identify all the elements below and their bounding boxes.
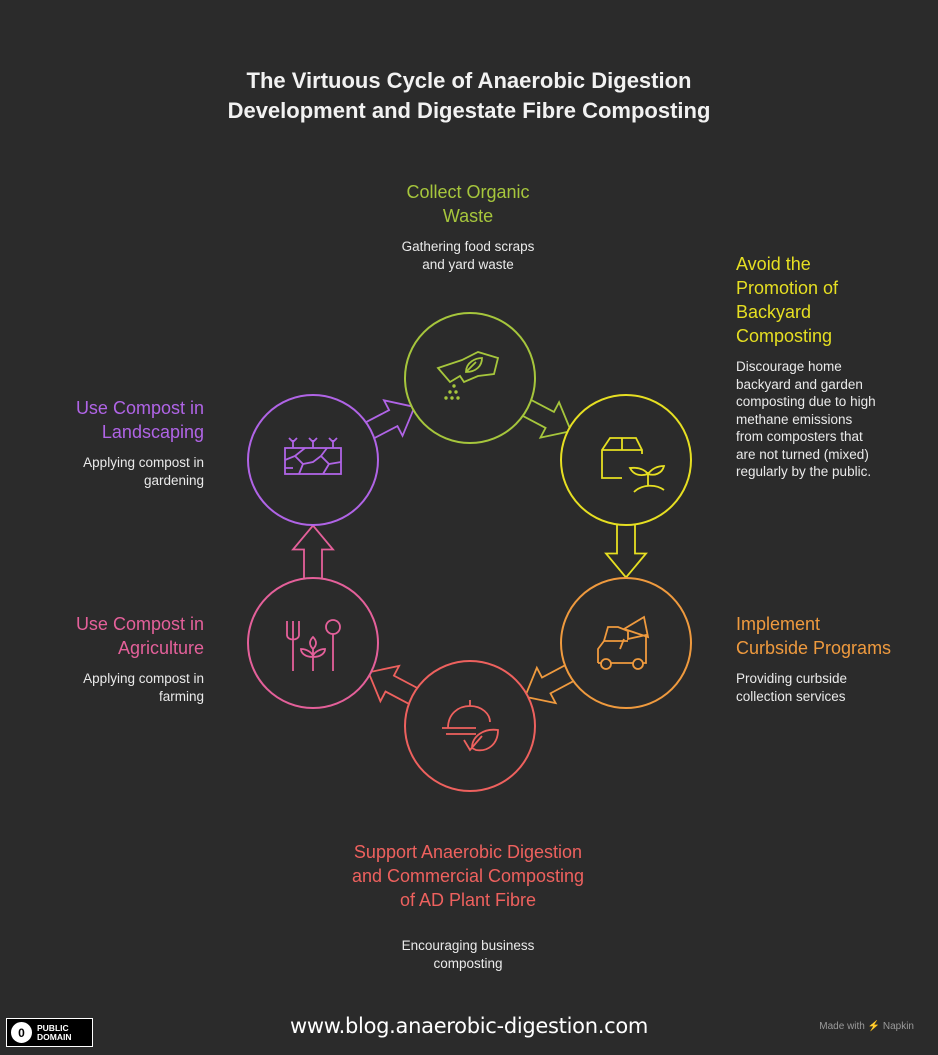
step-title-line: of AD Plant Fibre — [399, 890, 537, 910]
step-desc-line: gardening — [143, 472, 204, 488]
step-desc-line: composting due to high — [736, 394, 876, 409]
diagram-title: The Virtuous Cycle of Anaerobic Digestio… — [0, 66, 938, 126]
step-circle — [247, 577, 379, 709]
step-desc-line: Applying compost in — [83, 671, 204, 686]
step-circle — [404, 312, 536, 444]
step-title-line: and Commercial Composting — [351, 866, 585, 886]
step-desc-line: are not turned (mixed) — [736, 446, 869, 462]
step-implement-curbside-programs: Implement Curbside Programs Providing cu… — [736, 612, 936, 705]
title-line-2: Development and Digestate Fibre Composti… — [227, 98, 711, 123]
step-title-line: Use Compost in — [75, 398, 204, 418]
step-title-line: Landscaping — [101, 422, 204, 442]
badge-line-2: DOMAIN — [37, 1031, 72, 1042]
step-title-line: Composting — [736, 326, 833, 346]
step-title-line: Agriculture — [117, 638, 204, 658]
step-compost-landscaping: Use Compost in Landscaping Applying comp… — [4, 396, 204, 489]
soil-sprouts-icon — [284, 437, 342, 475]
footer-url: www.blog.anaerobic-digestion.com — [289, 1014, 649, 1038]
step-support-anaerobic-digestion: Support Anaerobic Digestion and Commerci… — [268, 840, 668, 972]
step-desc-line: collection services — [736, 688, 846, 704]
title-line-1: The Virtuous Cycle of Anaerobic Digestio… — [246, 68, 692, 93]
made-with-napkin: Made with ⚡ Napkin — [819, 1021, 914, 1032]
fork-plant-spoon-icon — [286, 619, 341, 671]
cloche-leaf-icon — [442, 700, 499, 752]
step-title-line: Implement — [736, 614, 821, 634]
step-title-line: Avoid the — [736, 254, 811, 274]
step-circle — [560, 577, 692, 709]
step-desc-line: from composters that — [736, 429, 863, 444]
step-compost-agriculture: Use Compost in Agriculture Applying comp… — [4, 612, 204, 705]
step-title-line: Backyard — [736, 302, 812, 322]
step-desc-line: Encouraging business — [401, 938, 535, 953]
step-circle — [247, 394, 379, 526]
step-desc-line: farming — [158, 688, 204, 704]
step-desc-line: backyard and garden — [736, 376, 863, 392]
box-sprout-icon — [601, 437, 666, 493]
public-domain-badge: 0 PUBLIC DOMAIN — [6, 1018, 93, 1047]
step-circle — [560, 394, 692, 526]
badge-line-1: PUBLIC — [37, 1022, 69, 1033]
step-desc-line: Gathering food scraps — [401, 239, 535, 254]
step-circle — [404, 660, 536, 792]
public-domain-icon: 0 — [11, 1022, 32, 1043]
step-title-line: Support Anaerobic Digestion — [353, 842, 583, 862]
step-desc-line: Providing curbside — [736, 671, 848, 686]
step-desc-line: composting — [433, 955, 503, 971]
step-desc-line: Discourage home — [736, 359, 842, 374]
step-title-line: Collect Organic — [406, 182, 530, 202]
step-desc-line: regularly by the public. — [736, 464, 872, 479]
truck-megaphone-icon — [597, 615, 650, 670]
step-title-line: Use Compost in — [75, 614, 204, 634]
compost-bag-leaf-icon — [436, 351, 500, 400]
step-avoid-backyard-composting: Avoid the Promotion of Backyard Composti… — [736, 252, 936, 481]
step-desc-line: Applying compost in — [83, 455, 204, 470]
step-title-line: Curbside Programs — [736, 638, 892, 658]
step-collect-organic-waste: Collect Organic Waste Gathering food scr… — [318, 180, 618, 273]
step-desc-line: and yard waste — [422, 256, 514, 272]
step-desc-line: methane emissions — [736, 411, 853, 427]
step-title-line: Waste — [442, 206, 494, 226]
step-title-line: Promotion of — [736, 278, 839, 298]
